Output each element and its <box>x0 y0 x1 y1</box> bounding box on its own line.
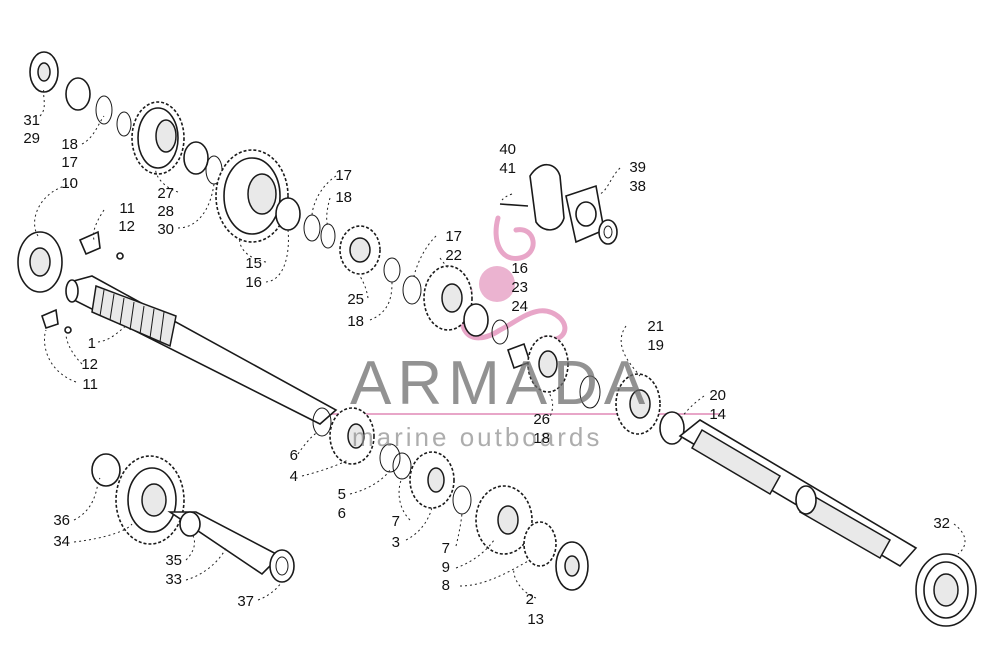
bushing-35 <box>179 511 201 537</box>
countershaft-assembly <box>527 335 977 627</box>
part-label-17b: 17 <box>335 167 352 184</box>
part-label-18: 18 <box>61 136 78 153</box>
watermark-logo-mark <box>459 215 568 342</box>
part-label-6: 6 <box>290 447 298 464</box>
ring-37 <box>269 549 295 583</box>
part-label-3: 3 <box>392 534 400 551</box>
part-label-34: 34 <box>53 533 70 550</box>
part-label-4: 4 <box>290 468 298 485</box>
part-label-31: 31 <box>23 112 40 129</box>
collar-29 <box>65 77 91 111</box>
bolt-41 <box>499 203 529 207</box>
collar-36 <box>91 453 121 487</box>
part-label-1: 1 <box>88 335 96 352</box>
part-label-15: 15 <box>245 255 262 272</box>
part-label-7: 7 <box>392 513 400 530</box>
watermark-subtitle: marine outboards <box>352 422 602 452</box>
part-label-33: 33 <box>165 571 182 588</box>
washer-23 <box>491 319 509 345</box>
part-label-5: 5 <box>338 486 346 503</box>
part-label-30: 30 <box>157 221 174 238</box>
part-label-27: 27 <box>157 185 174 202</box>
seal-38 <box>598 219 618 245</box>
part-label-24: 24 <box>511 298 528 315</box>
collar-16b <box>463 303 489 337</box>
collar-16a <box>275 197 301 231</box>
retainer-11-bottom <box>41 308 59 330</box>
part-label-41: 41 <box>499 160 516 177</box>
part-label-16: 16 <box>245 274 262 291</box>
ring-18b <box>320 223 336 249</box>
part-labels: 31 29 18 17 10 10 27 28 30 11 12 15 16 1… <box>23 112 950 628</box>
part-label-14: 14 <box>709 406 726 423</box>
part-label-11b: 11 <box>82 376 98 393</box>
cover-plate-group <box>499 163 618 245</box>
ring-6a <box>312 407 332 437</box>
part-label-35: 35 <box>165 552 182 569</box>
part-label-16b: 16 <box>511 260 528 277</box>
countershaft-spline <box>690 428 782 496</box>
part-label-39: 39 <box>629 159 646 176</box>
part-label-23: 23 <box>511 279 528 296</box>
ring-6b <box>392 452 412 480</box>
main-shaft-assembly <box>17 230 338 425</box>
ring-18c <box>383 257 401 283</box>
gear-8 <box>523 521 557 567</box>
part-label-11: 11 <box>119 200 135 217</box>
screw-12-top <box>116 252 124 260</box>
collar-19 <box>659 411 685 445</box>
part-label-29: 29 <box>23 130 40 147</box>
part-label-37: 37 <box>237 593 254 610</box>
ring-18d <box>579 375 601 409</box>
part-label-19: 19 <box>647 337 664 354</box>
part-label-10: 10 <box>61 175 78 192</box>
reverse-idler-group <box>91 453 295 583</box>
part-label-12b: 12 <box>81 356 98 373</box>
ring-18a <box>95 95 113 125</box>
part-label-22: 22 <box>445 247 462 264</box>
cover-40 <box>529 163 565 231</box>
part-label-12: 12 <box>118 218 135 235</box>
part-label-28: 28 <box>157 203 174 220</box>
part-label-38: 38 <box>629 178 646 195</box>
part-label-18b: 18 <box>335 189 352 206</box>
watermark-title: ARMADA <box>350 349 651 418</box>
part-label-26: 26 <box>533 411 550 428</box>
part-label-6b: 6 <box>338 505 346 522</box>
screw-12-bottom <box>64 326 72 334</box>
part-label-21: 21 <box>647 318 664 335</box>
collar-28 <box>183 141 209 175</box>
part-label-20: 20 <box>709 387 726 404</box>
leader-lines <box>34 87 966 601</box>
part-label-36: 36 <box>53 512 70 529</box>
retainer-11-top <box>78 230 101 256</box>
ring-17b <box>303 214 321 242</box>
part-label-2: 2 <box>526 591 534 608</box>
part-label-17: 17 <box>61 154 78 171</box>
part-label-25: 25 <box>347 291 364 308</box>
ring-7 <box>452 485 472 515</box>
part-label-7b: 7 <box>442 540 450 557</box>
lower-gear-train <box>312 407 589 591</box>
part-label-32: 32 <box>933 515 950 532</box>
shaft-end <box>65 279 79 303</box>
ring-17a <box>116 111 132 137</box>
part-label-17c: 17 <box>445 228 462 245</box>
shaft-collar-20 <box>795 485 817 515</box>
part-label-8: 8 <box>442 577 450 594</box>
part-label-40: 40 <box>499 141 516 158</box>
part-label-18c: 18 <box>347 313 364 330</box>
part-label-13: 13 <box>527 611 544 628</box>
part-label-9: 9 <box>442 559 450 576</box>
upper-gear-cluster <box>29 51 532 370</box>
ring-5 <box>379 443 401 473</box>
part-label-18d: 18 <box>533 430 550 447</box>
ring-17c <box>402 275 422 305</box>
